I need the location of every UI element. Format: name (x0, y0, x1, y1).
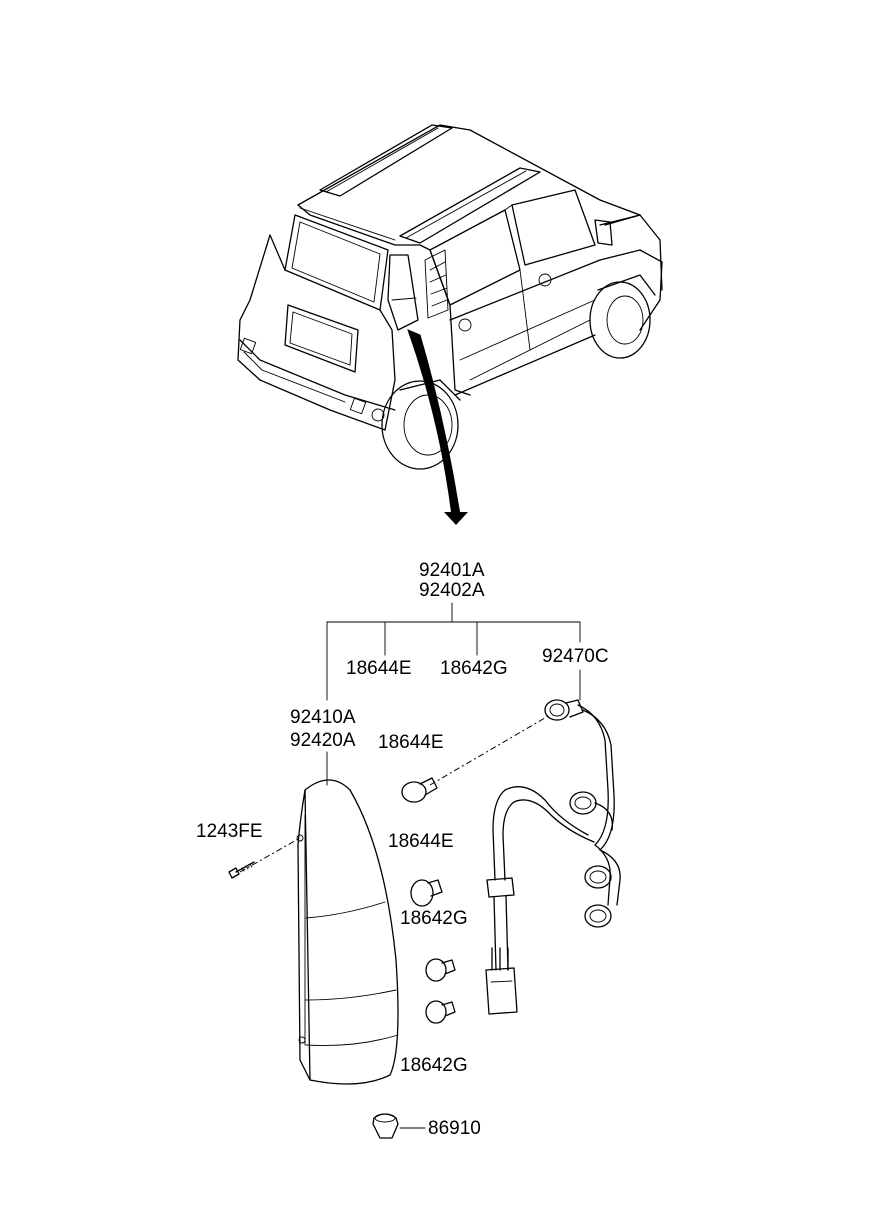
vehicle-illustration (237, 124, 663, 470)
label-bulb-18644e-top: 18644E (346, 658, 412, 679)
label-lens-rh: 92420A (290, 730, 356, 751)
label-grommet: 86910 (428, 1118, 481, 1139)
label-bulb-18642g-a: 18642G (400, 908, 468, 929)
label-bulb-18642g-b: 18642G (400, 1055, 468, 1076)
grommet-part (372, 1113, 399, 1139)
arrow-head (444, 512, 468, 525)
label-bulb-18644e-b: 18644E (388, 831, 454, 852)
leader-lines (239, 602, 581, 1129)
label-screw: 1243FE (196, 821, 263, 842)
label-bulb-18644e-a: 18644E (378, 732, 444, 753)
label-bulb-18642g-top: 18642G (440, 658, 508, 679)
bulbs (401, 777, 456, 1024)
label-assembly-rh: 92402A (419, 580, 485, 601)
wiring-harness (485, 699, 621, 1015)
screw-part (228, 861, 255, 879)
tail-lamp-lens (296, 779, 399, 1085)
label-harness: 92470C (542, 646, 609, 667)
label-lens-lh: 92410A (290, 707, 356, 728)
label-assembly-lh: 92401A (419, 560, 485, 581)
